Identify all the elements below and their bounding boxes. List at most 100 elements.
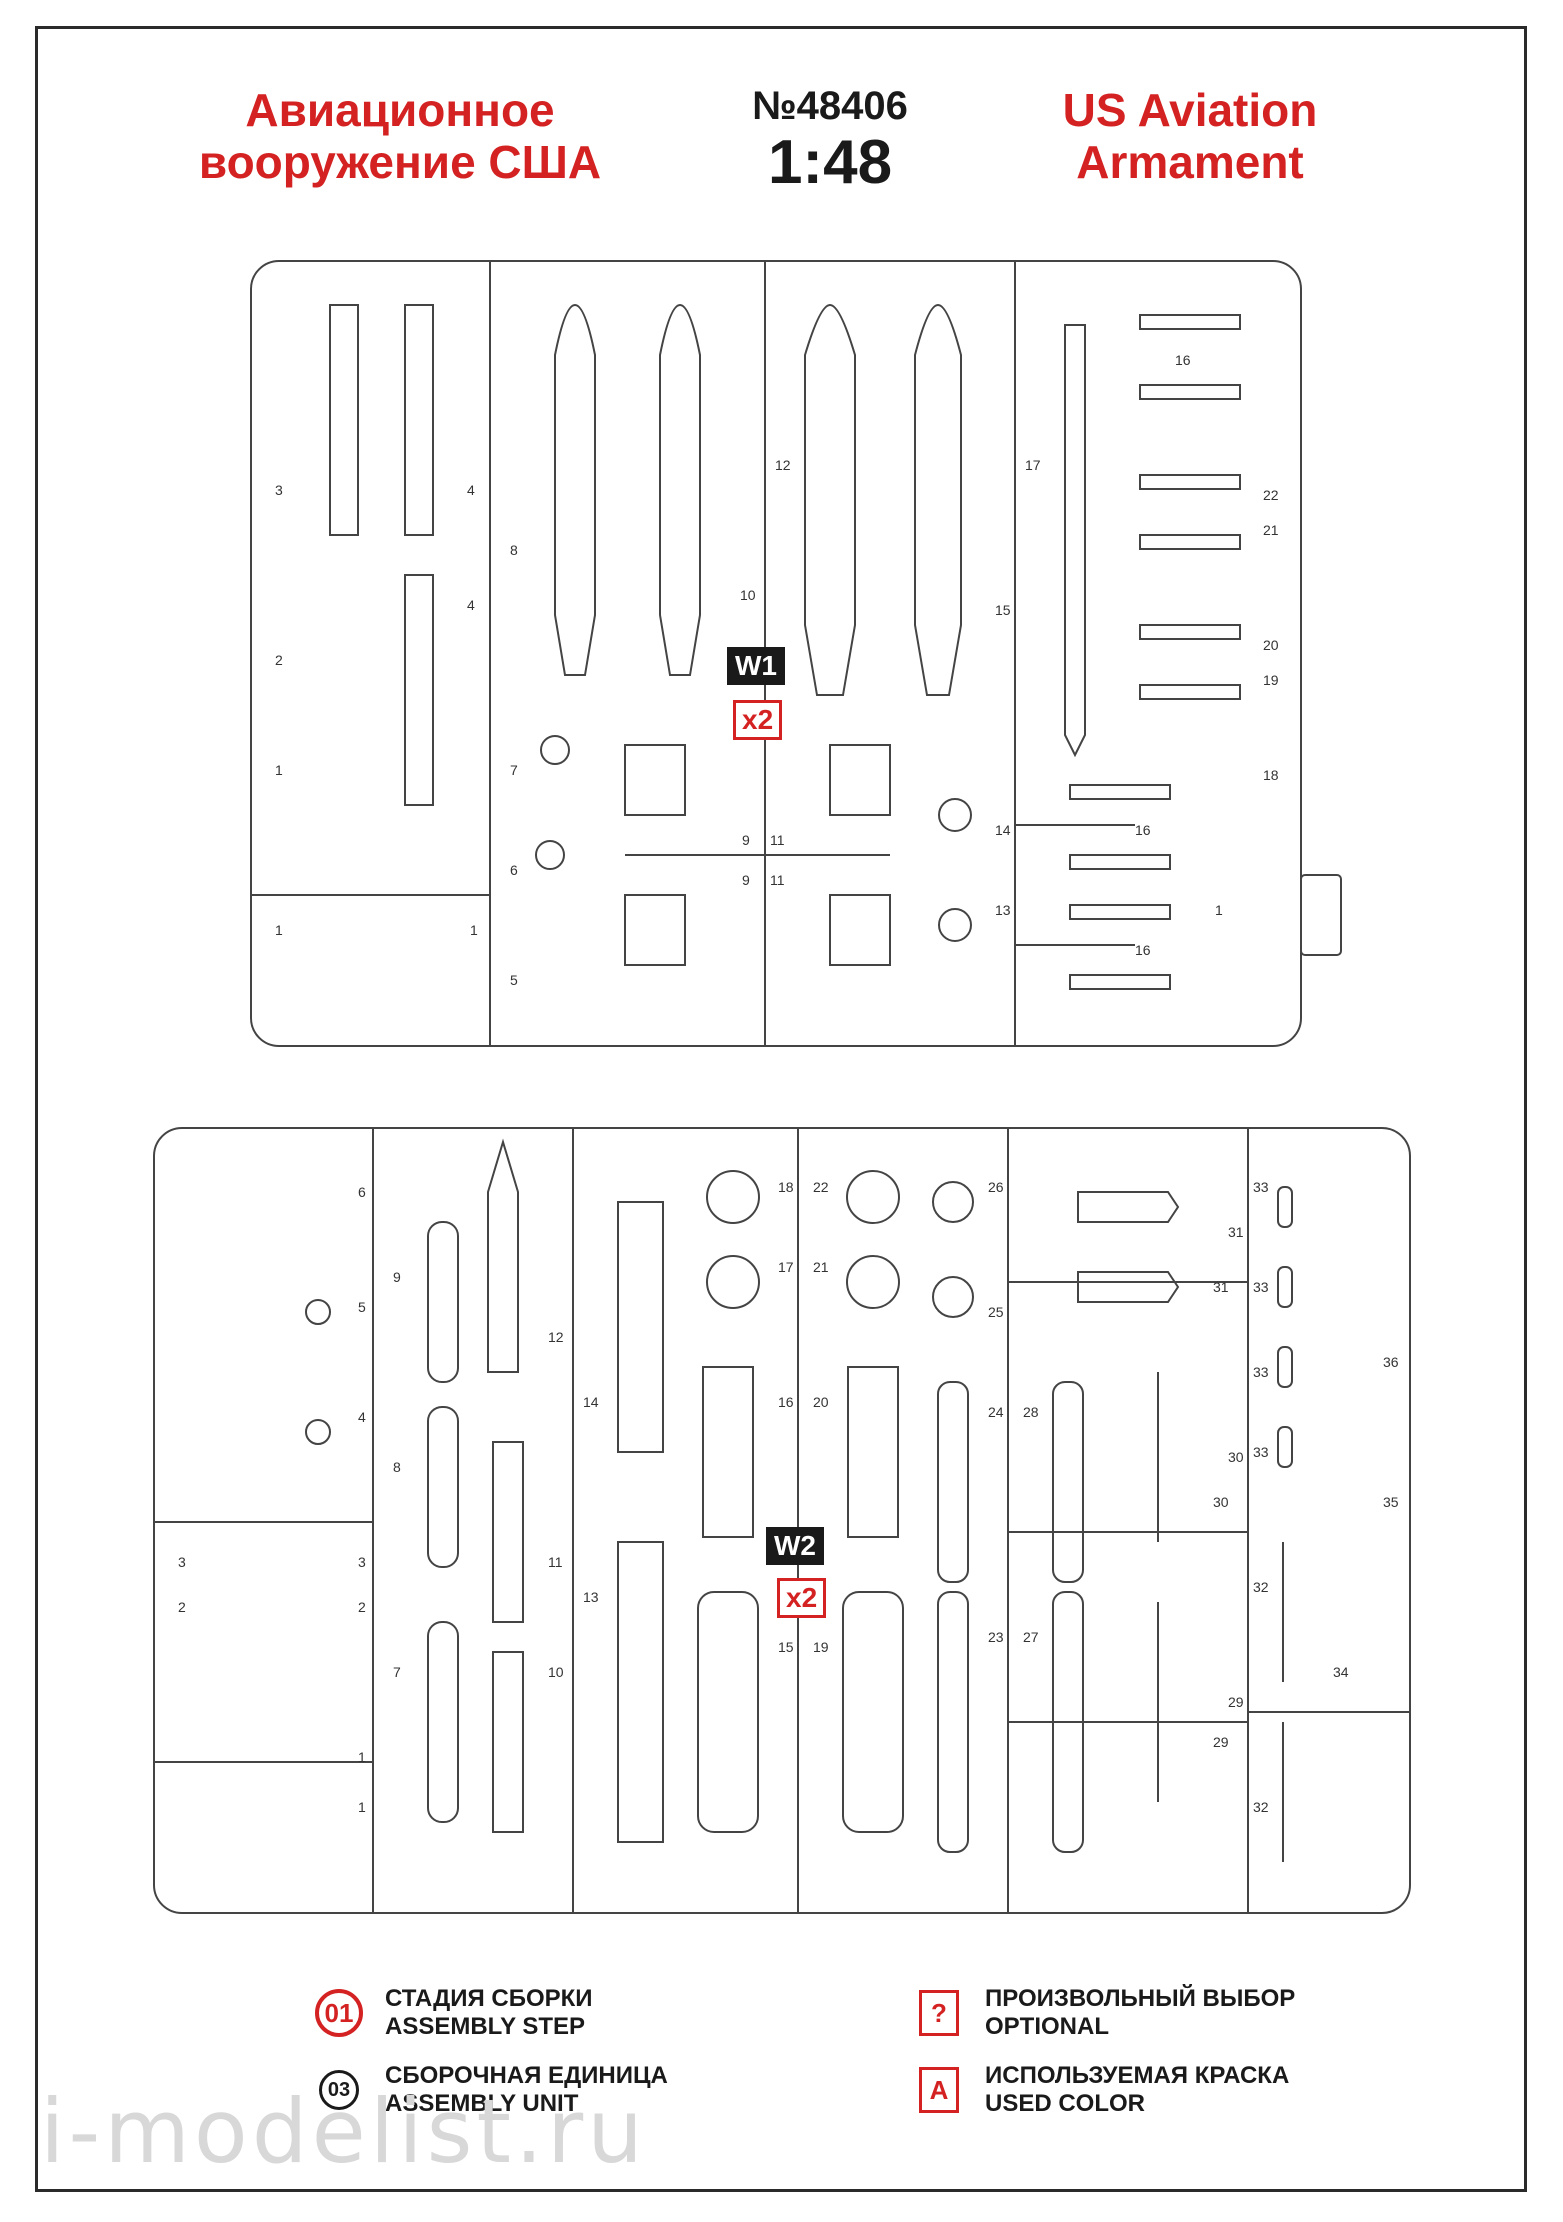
used-color-icon: A	[919, 2067, 959, 2113]
w1-part-1a: 1	[275, 762, 283, 778]
pod-front-2	[706, 1255, 760, 1309]
w1-part-5: 5	[510, 972, 518, 988]
fin-block-2	[624, 894, 686, 966]
w2-part-18: 18	[778, 1179, 794, 1195]
w2-part-16: 16	[778, 1394, 794, 1410]
legend-optional-ru: ПРОИЗВОЛЬНЫЙ ВЫБОР	[985, 1985, 1296, 2012]
w2-part-21: 21	[813, 1259, 829, 1275]
w1-part-14: 14	[995, 822, 1011, 838]
w2-part-23: 23	[988, 1629, 1004, 1645]
w1-part-12: 12	[775, 457, 791, 473]
w2-part-29b: 29	[1213, 1734, 1229, 1750]
w2-part-10: 10	[548, 1664, 564, 1680]
legend-assembly-step-ru: СТАДИЯ СБОРКИ	[385, 1985, 593, 2012]
w2-part-13: 13	[583, 1589, 599, 1605]
w2-part-2b: 2	[358, 1599, 366, 1615]
fin-block-1	[624, 744, 686, 816]
legend-used-color: A ИСПОЛЬЗУЕМАЯ КРАСКА USED COLOR	[915, 2062, 1289, 2118]
w1-part-2: 2	[275, 652, 283, 668]
title-ru-line1: Авиационное	[245, 84, 555, 136]
page-frame	[35, 26, 1527, 2192]
sprue-count-w2: x2	[777, 1578, 827, 1618]
kit-number: №48406	[752, 84, 908, 128]
w1-part-1b: 1	[275, 922, 283, 938]
w2-part-12: 12	[548, 1329, 564, 1345]
w2-part-28: 28	[1023, 1404, 1039, 1420]
w2-part-29a: 29	[1228, 1694, 1244, 1710]
legend-assembly-step: 01 СТАДИЯ СБОРКИ ASSEMBLY STEP	[315, 1985, 593, 2041]
pod-front-4	[846, 1255, 900, 1309]
w2-part-4: 4	[358, 1409, 366, 1425]
fin-block-3	[829, 744, 891, 816]
w1-part-1d: 1	[1215, 902, 1223, 918]
w2-part-36: 36	[1383, 1354, 1399, 1370]
w2-part-30a: 30	[1228, 1449, 1244, 1465]
w2-part-33a: 33	[1253, 1179, 1269, 1195]
w1-part-6: 6	[510, 862, 518, 878]
rail-2	[404, 304, 434, 536]
w2-part-31b: 31	[1213, 1279, 1229, 1295]
rail-1	[329, 304, 359, 536]
w1-part-18: 18	[1263, 767, 1279, 783]
w2-part-2a: 2	[178, 1599, 186, 1615]
w2-part-33b: 33	[1253, 1279, 1269, 1295]
kit-scale: 1:48	[767, 128, 893, 197]
w2-part-9: 9	[393, 1269, 401, 1285]
w1-part-22: 22	[1263, 487, 1279, 503]
w1-part-9b: 9	[742, 872, 750, 888]
w2-part-32b: 32	[1253, 1799, 1269, 1815]
w1-part-11b: 11	[770, 872, 785, 888]
w2-part-35: 35	[1383, 1494, 1399, 1510]
w1-part-17: 17	[1025, 457, 1041, 473]
title-ru-line2: вооружение США	[198, 136, 602, 188]
w2-part-3a: 3	[178, 1554, 186, 1570]
w2-part-34: 34	[1333, 1664, 1349, 1680]
legend-assembly-unit-en: ASSEMBLY UNIT	[385, 2090, 579, 2117]
bomb-body-3	[804, 303, 856, 696]
w1-part-9a: 9	[742, 832, 750, 848]
w1-part-13: 13	[995, 902, 1011, 918]
sprue-label-w2: W2	[766, 1527, 824, 1565]
sprue-w2-diagram: 6 5 4 3 2 3 2 1 1 9 8 7 12 11 10 14 13 1…	[153, 1127, 1411, 1914]
w2-part-15: 15	[778, 1639, 794, 1655]
title-english: US Aviation Armament	[1030, 84, 1350, 188]
w2-part-19: 19	[813, 1639, 829, 1655]
legend-optional: ? ПРОИЗВОЛЬНЫЙ ВЫБОР OPTIONAL	[915, 1985, 1295, 2041]
legend-assembly-step-en: ASSEMBLY STEP	[385, 2013, 586, 2040]
w2-part-11: 11	[548, 1554, 563, 1570]
w1-part-16a: 16	[1175, 352, 1191, 368]
title-en-line1: US Aviation	[1062, 84, 1318, 136]
assembly-unit-icon: 03	[319, 2070, 359, 2110]
assembly-step-icon: 01	[315, 1989, 363, 2037]
sprue-count-w1: x2	[733, 700, 783, 740]
w2-part-24: 24	[988, 1404, 1004, 1420]
w1-part-20: 20	[1263, 637, 1279, 653]
legend-used-color-en: USED COLOR	[985, 2090, 1146, 2117]
w1-part-16c: 16	[1135, 942, 1151, 958]
w2-part-8: 8	[393, 1459, 401, 1475]
sprue-w1-diagram: 3 4 2 4 1 7 6 5 1 1 8 12 10 9 9 11 11 14…	[250, 260, 1342, 1047]
w2-part-20: 20	[813, 1394, 829, 1410]
w1-part-21: 21	[1263, 522, 1279, 538]
w2-part-17: 17	[778, 1259, 794, 1275]
w2-part-31a: 31	[1228, 1224, 1244, 1240]
w1-part-3: 3	[275, 482, 283, 498]
w2-part-14: 14	[583, 1394, 599, 1410]
legend-used-color-ru: ИСПОЛЬЗУЕМАЯ КРАСКА	[985, 2062, 1290, 2089]
w2-part-5: 5	[358, 1299, 366, 1315]
pod-front-1	[706, 1170, 760, 1224]
w2-part-1a: 1	[358, 1749, 366, 1765]
w2-part-6: 6	[358, 1184, 366, 1200]
title-russian: Авиационное вооружение США	[170, 84, 630, 188]
watermark: i-modelist.ru	[40, 2080, 647, 2183]
w2-part-33d: 33	[1253, 1444, 1269, 1460]
bomb-body-1	[554, 303, 596, 676]
pod-front-3	[846, 1170, 900, 1224]
w1-part-15: 15	[995, 602, 1011, 618]
bomb-body-2	[659, 303, 701, 676]
bomb-body-4	[914, 303, 962, 696]
w2-part-1b: 1	[358, 1799, 366, 1815]
title-en-line2: Armament	[1076, 136, 1304, 188]
w2-part-33c: 33	[1253, 1364, 1269, 1380]
w1-part-10: 10	[740, 587, 756, 603]
